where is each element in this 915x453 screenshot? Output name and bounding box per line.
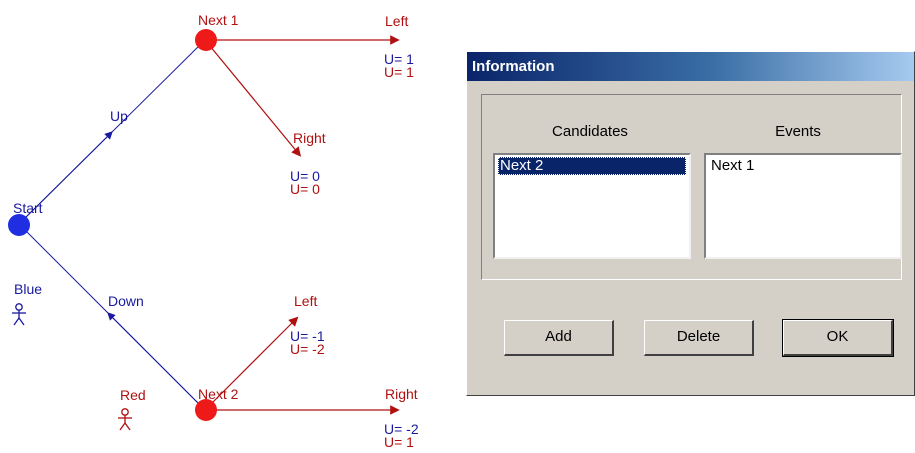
- candidates-list[interactable]: Next 2: [493, 153, 691, 259]
- utility-left-top-blue: U= 1: [384, 51, 414, 67]
- information-dialog: Information Candidates Events Next 2 Nex…: [466, 51, 915, 396]
- edge-up-arrow: [18, 131, 113, 225]
- events-heading: Events: [775, 123, 821, 140]
- label-start: Start: [13, 200, 43, 216]
- label-left-bottom: Left: [294, 293, 317, 309]
- delete-button[interactable]: Delete: [644, 320, 754, 356]
- utility-left-bottom-red: U= -2: [290, 341, 325, 357]
- node-next2[interactable]: [195, 399, 217, 421]
- node-start[interactable]: [8, 214, 30, 236]
- edge-next2-left: [204, 316, 299, 411]
- add-button[interactable]: Add: [504, 320, 614, 356]
- dialog-title[interactable]: Information: [467, 52, 914, 81]
- utility-right-top-red: U= 0: [290, 181, 320, 197]
- candidates-events-group: Candidates Events Next 2 Next 1: [481, 94, 902, 280]
- utility-left-bottom-blue: U= -1: [290, 328, 325, 344]
- list-item[interactable]: Next 2: [498, 157, 686, 175]
- game-tree: Start Next 1 Next 2 Up Down Left Right L…: [8, 12, 419, 450]
- edge-down-arrow: [107, 312, 206, 411]
- label-right-bottom: Right: [385, 386, 418, 402]
- label-next1: Next 1: [198, 12, 239, 28]
- player-red-label: Red: [120, 387, 146, 403]
- utility-right-bottom-red: U= 1: [384, 434, 414, 450]
- ok-button[interactable]: OK: [782, 319, 894, 357]
- player-blue-label: Blue: [14, 281, 42, 297]
- utility-right-top-blue: U= 0: [290, 168, 320, 184]
- player-red-icon: [118, 408, 132, 431]
- label-next2: Next 2: [198, 386, 239, 402]
- utility-left-top-red: U= 1: [384, 64, 414, 80]
- label-left-top: Left: [385, 13, 408, 29]
- node-next1[interactable]: [195, 29, 217, 51]
- events-list[interactable]: Next 1: [704, 153, 902, 259]
- utility-right-bottom-blue: U= -2: [384, 421, 419, 437]
- edge-next1-right: [204, 39, 302, 157]
- label-right-top: Right: [293, 130, 326, 146]
- label-down: Down: [108, 293, 144, 309]
- label-up: Up: [110, 108, 128, 124]
- list-item[interactable]: Next 1: [711, 157, 755, 174]
- player-blue-icon: [12, 303, 26, 326]
- candidates-heading: Candidates: [552, 123, 628, 140]
